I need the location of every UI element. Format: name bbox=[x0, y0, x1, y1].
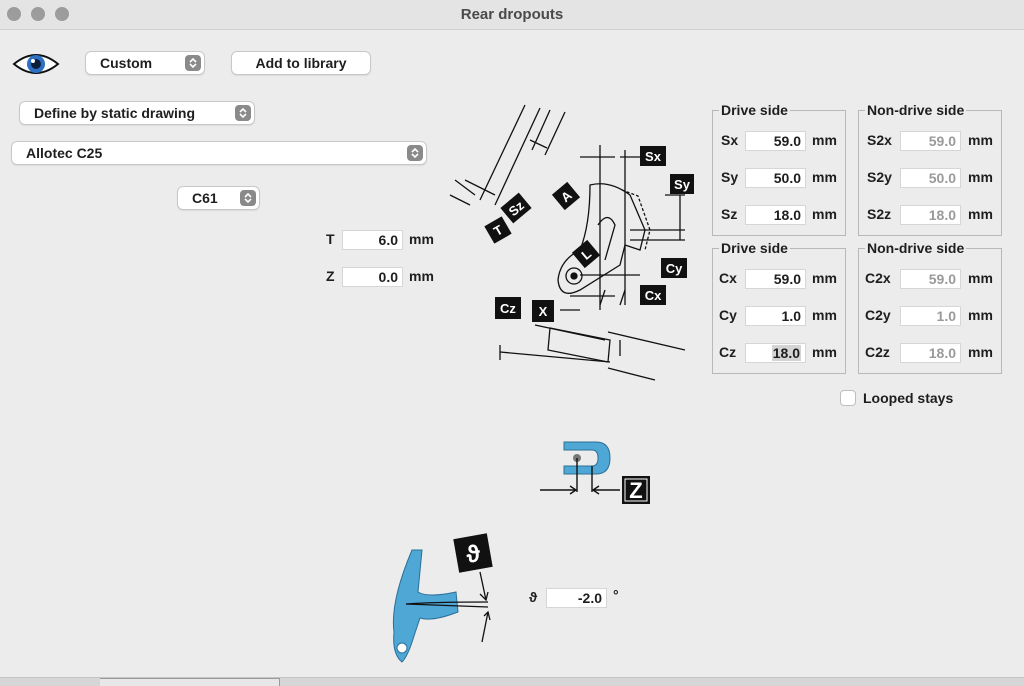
dropout-model-select[interactable]: Allotec C25 bbox=[11, 141, 427, 165]
nondrive-side-c-title: Non-drive side bbox=[865, 240, 967, 256]
up-down-arrows-icon bbox=[185, 55, 201, 71]
sz-label: Sz bbox=[721, 206, 738, 222]
drive-side-c-group: Drive side bbox=[712, 240, 846, 374]
cy-unit: mm bbox=[812, 307, 837, 323]
angle-unit: ° bbox=[613, 587, 619, 603]
cy-label: Cy bbox=[719, 307, 737, 323]
dropout-variant-select[interactable]: C61 bbox=[177, 186, 260, 210]
cx-input[interactable]: 59.0 bbox=[745, 269, 806, 289]
title-bar: Rear dropouts bbox=[0, 0, 1024, 30]
nondrive-side-c-group: Non-drive side bbox=[858, 240, 1002, 374]
c2y-label: C2y bbox=[865, 307, 891, 323]
t-label: T bbox=[326, 231, 335, 247]
z-label: Z bbox=[326, 268, 335, 284]
x-tag: X bbox=[539, 304, 548, 319]
sx-tag: Sx bbox=[645, 149, 662, 164]
c2y-unit: mm bbox=[968, 307, 993, 323]
sx-input[interactable]: 59.0 bbox=[745, 131, 806, 151]
z-unit: mm bbox=[409, 268, 434, 284]
c2x-label: C2x bbox=[865, 270, 891, 286]
s2y-label: S2y bbox=[867, 169, 892, 185]
window-title: Rear dropouts bbox=[460, 6, 564, 23]
sx-unit: mm bbox=[812, 132, 837, 148]
cz-input[interactable]: 18.0 bbox=[745, 343, 806, 363]
s2z-label: S2z bbox=[867, 206, 892, 222]
s2x-label: S2x bbox=[867, 132, 892, 148]
zoom-window-button[interactable] bbox=[55, 7, 69, 21]
c2x-input: 59.0 bbox=[900, 269, 961, 289]
c2y-input: 1.0 bbox=[900, 306, 961, 326]
cz-unit: mm bbox=[812, 344, 837, 360]
looped-stays-checkbox[interactable] bbox=[840, 390, 856, 406]
drive-side-c-title: Drive side bbox=[719, 240, 790, 256]
add-to-library-button[interactable]: Add to library bbox=[231, 51, 371, 75]
drive-side-s-group: Drive side bbox=[712, 102, 846, 236]
sz-unit: mm bbox=[812, 206, 837, 222]
nondrive-side-s-title: Non-drive side bbox=[865, 102, 967, 118]
cy-input[interactable]: 1.0 bbox=[745, 306, 806, 326]
dropout-variant-value: C61 bbox=[192, 190, 218, 206]
s2y-input: 50.0 bbox=[900, 168, 961, 188]
cx-label: Cx bbox=[719, 270, 737, 286]
t-unit: mm bbox=[409, 231, 434, 247]
c2x-unit: mm bbox=[968, 270, 993, 286]
c2z-input: 18.0 bbox=[900, 343, 961, 363]
definition-mode-value: Define by static drawing bbox=[34, 105, 196, 121]
minimize-window-button[interactable] bbox=[31, 7, 45, 21]
angle-drawing: ϑ bbox=[392, 533, 493, 663]
z-tag: Z bbox=[629, 478, 642, 503]
cx-tag: Cx bbox=[645, 288, 662, 303]
drive-side-s-title: Drive side bbox=[719, 102, 790, 118]
dropout-model-value: Allotec C25 bbox=[26, 145, 103, 161]
background-window-edge bbox=[100, 678, 280, 686]
sy-tag: Sy bbox=[674, 177, 691, 192]
s2x-input: 59.0 bbox=[900, 131, 961, 151]
definition-mode-select[interactable]: Define by static drawing bbox=[19, 101, 255, 125]
s2z-input: 18.0 bbox=[900, 205, 961, 225]
angle-label: ϑ bbox=[529, 589, 538, 605]
s2y-unit: mm bbox=[968, 169, 993, 185]
up-down-arrows-icon bbox=[240, 190, 256, 206]
t-input[interactable]: 6.0 bbox=[342, 230, 403, 250]
angle-input[interactable]: -2.0 bbox=[546, 588, 607, 608]
eye-icon[interactable] bbox=[12, 50, 60, 78]
z-offset-drawing: Z bbox=[540, 441, 650, 504]
looped-stays-label: Looped stays bbox=[863, 390, 954, 406]
cx-unit: mm bbox=[812, 270, 837, 286]
z-input[interactable]: 0.0 bbox=[342, 267, 403, 287]
cz-label: Cz bbox=[719, 344, 737, 360]
up-down-arrows-icon bbox=[235, 105, 251, 121]
dropout-dimension-drawing: Sx Sy Sz T A L Cy Cx Cz X bbox=[449, 104, 694, 381]
c2z-unit: mm bbox=[968, 344, 993, 360]
theta-tag: ϑ bbox=[464, 540, 482, 569]
preset-select-value: Custom bbox=[100, 55, 153, 71]
sz-input[interactable]: 18.0 bbox=[745, 205, 806, 225]
cy-tag: Cy bbox=[666, 261, 683, 276]
cz-input-value: 18.0 bbox=[771, 345, 801, 361]
sy-label: Sy bbox=[721, 169, 739, 185]
cz-tag: Cz bbox=[500, 301, 516, 316]
preset-select[interactable]: Custom bbox=[85, 51, 205, 75]
s2x-unit: mm bbox=[968, 132, 993, 148]
sx-label: Sx bbox=[721, 132, 739, 148]
sy-unit: mm bbox=[812, 169, 837, 185]
close-window-button[interactable] bbox=[7, 7, 21, 21]
c2z-label: C2z bbox=[865, 344, 890, 360]
s2z-unit: mm bbox=[968, 206, 993, 222]
nondrive-side-s-group: Non-drive side bbox=[858, 102, 1002, 236]
sy-input[interactable]: 50.0 bbox=[745, 168, 806, 188]
up-down-arrows-icon bbox=[407, 145, 423, 161]
